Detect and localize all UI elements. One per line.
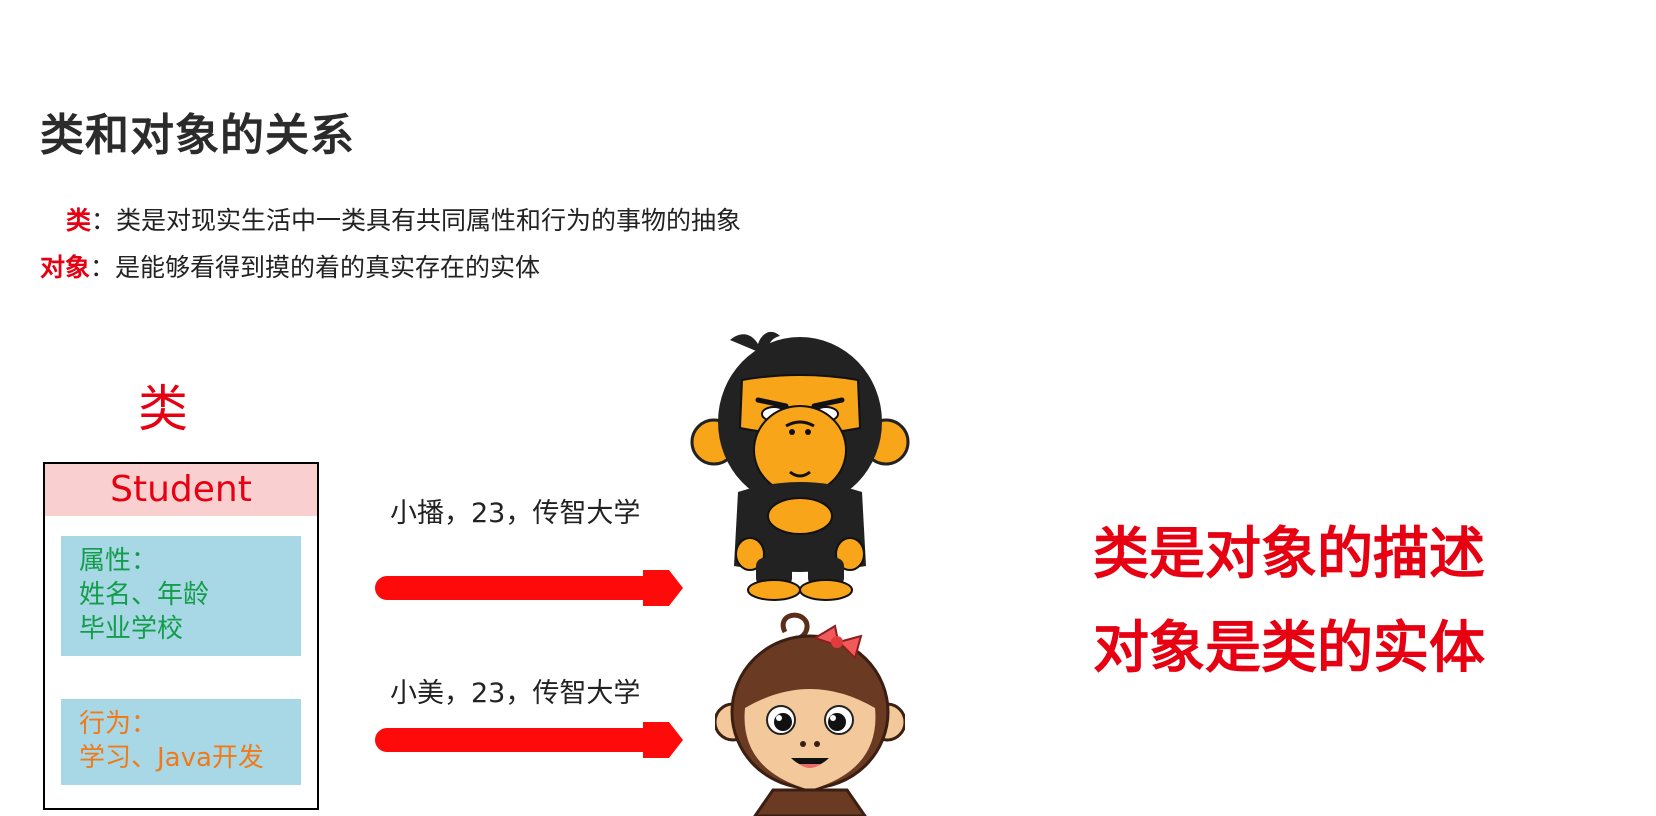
object-caption-2: 小美，23，传智大学 bbox=[390, 678, 641, 709]
arrow-right-icon bbox=[375, 570, 683, 606]
summary-line-1: 类是对象的描述 bbox=[1093, 522, 1485, 587]
class-box: Student 属性： 姓名、年龄 毕业学校 行为： 学习、Java开发 bbox=[43, 462, 319, 810]
slide-title: 类和对象的关系 bbox=[40, 110, 355, 161]
male-monkey-icon bbox=[690, 331, 910, 601]
behaviors-panel: 行为： 学习、Java开发 bbox=[61, 699, 301, 785]
attribute-line: 姓名、年龄 bbox=[79, 580, 210, 610]
class-term: 类 bbox=[66, 206, 92, 235]
object-definition-text: ：是能够看得到摸的着的真实存在的实体 bbox=[90, 253, 541, 282]
attributes-panel: 属性： 姓名、年龄 毕业学校 bbox=[61, 536, 301, 656]
female-monkey-icon bbox=[715, 612, 905, 816]
class-diagram-label: 类 bbox=[138, 380, 188, 438]
summary-line-2: 对象是类的实体 bbox=[1093, 616, 1485, 681]
class-definition-text: ：类是对现实生活中一类具有共同属性和行为的事物的抽象 bbox=[91, 206, 742, 235]
attributes-heading: 属性： bbox=[79, 546, 158, 576]
arrow-right-icon bbox=[375, 722, 683, 758]
class-name-header: Student bbox=[45, 464, 317, 516]
object-definition: 对象：是能够看得到摸的着的真实存在的实体 bbox=[40, 251, 540, 285]
object-term: 对象 bbox=[40, 253, 91, 282]
attribute-line: 毕业学校 bbox=[79, 614, 184, 644]
class-definition: 类：类是对现实生活中一类具有共同属性和行为的事物的抽象 bbox=[66, 204, 741, 238]
behaviors-heading: 行为： bbox=[79, 709, 158, 739]
behavior-line: 学习、Java开发 bbox=[79, 743, 264, 773]
object-caption-1: 小播，23，传智大学 bbox=[390, 498, 641, 529]
